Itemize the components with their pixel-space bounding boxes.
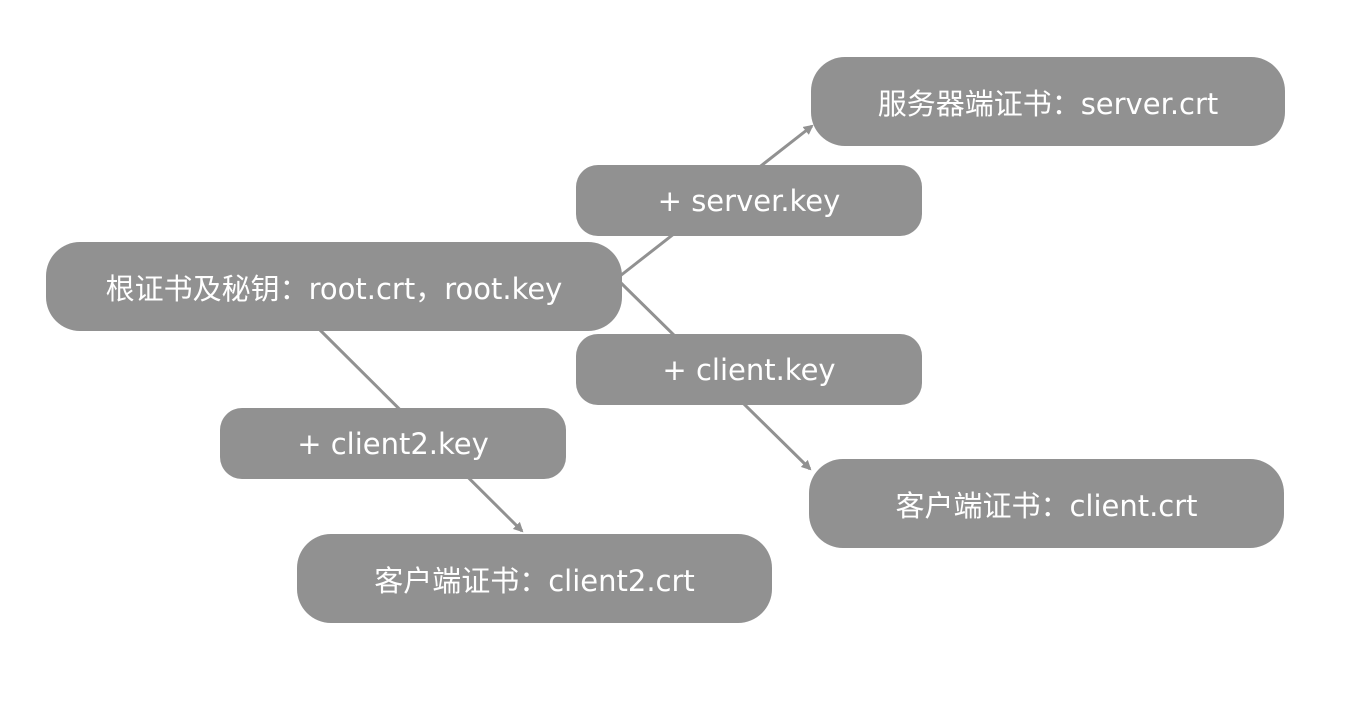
client2-cert-node: 客户端证书：client2.crt <box>297 534 772 623</box>
client2-key-node: + client2.key <box>220 408 566 479</box>
root-cert-node: 根证书及秘钥：root.crt，root.key <box>46 242 622 331</box>
client-key-label: + client.key <box>662 352 836 387</box>
client2-cert-label: 客户端证书：client2.crt <box>374 563 695 598</box>
server-key-node: + server.key <box>576 165 922 236</box>
server-cert-node: 服务器端证书：server.crt <box>811 57 1285 146</box>
server-cert-label: 服务器端证书：server.crt <box>877 86 1219 121</box>
client-key-node: + client.key <box>576 334 922 405</box>
client2-key-label: + client2.key <box>297 426 489 461</box>
client-cert-label: 客户端证书：client.crt <box>895 488 1198 523</box>
root-cert-label: 根证书及秘钥：root.crt，root.key <box>105 271 563 306</box>
client-cert-node: 客户端证书：client.crt <box>809 459 1284 548</box>
server-key-label: + server.key <box>657 183 841 218</box>
